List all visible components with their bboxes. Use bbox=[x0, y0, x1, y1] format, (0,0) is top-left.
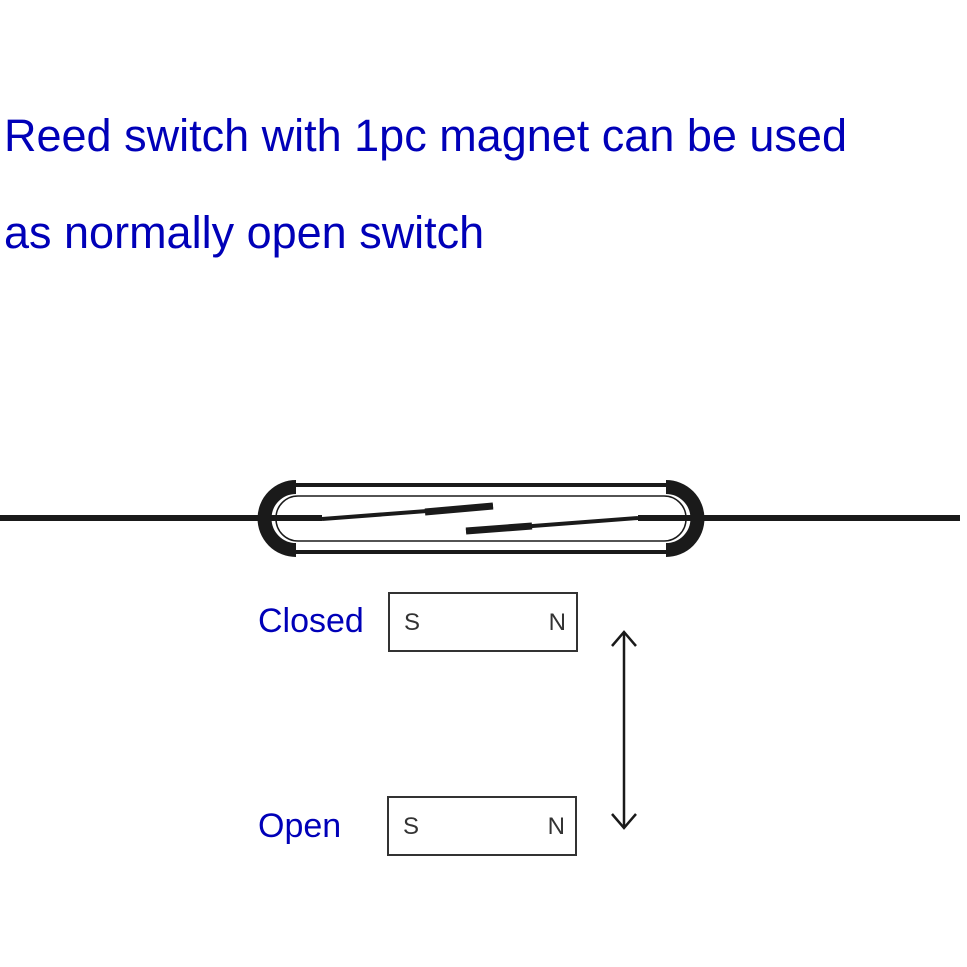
movement-arrow-head-down bbox=[611, 813, 637, 830]
magnet-closed-position: S N bbox=[388, 592, 578, 652]
south-pole-label: S bbox=[403, 813, 420, 840]
north-pole-label: N bbox=[547, 813, 565, 840]
title-line-1: Reed switch with 1pc magnet can be used bbox=[4, 110, 847, 161]
south-pole-label: S bbox=[404, 609, 421, 636]
reed-contact-right-tip bbox=[465, 522, 533, 535]
state-label-closed: Closed bbox=[258, 602, 364, 640]
reed-contact-left-tip bbox=[424, 502, 494, 516]
north-pole-label: N bbox=[548, 609, 566, 636]
state-label-open: Open bbox=[258, 807, 342, 845]
magnet-open-position: S N bbox=[387, 796, 577, 856]
movement-arrow-head-up bbox=[611, 630, 637, 647]
title-line-2: as normally open switch bbox=[4, 207, 485, 258]
